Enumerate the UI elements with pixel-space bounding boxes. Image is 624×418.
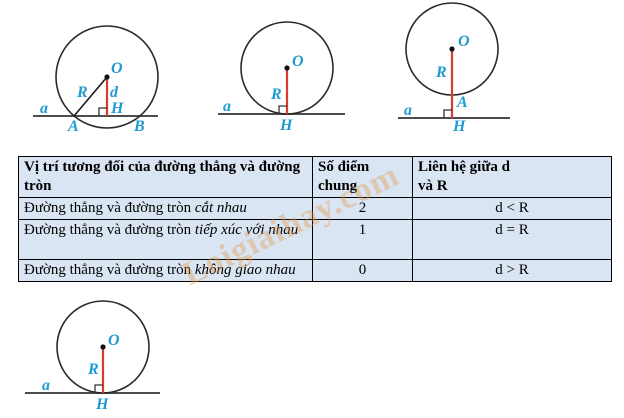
cell-position-text: Đường thẳng và đường tròn bbox=[24, 222, 195, 238]
radius-segment bbox=[73, 76, 108, 117]
label-A: A bbox=[67, 118, 79, 135]
label-R: R bbox=[435, 64, 447, 81]
label-O: O bbox=[458, 33, 470, 50]
table-row: Đường thẳng và đường tròn tiếp xúc với n… bbox=[18, 219, 612, 260]
header-relation-line2: và R bbox=[418, 178, 448, 194]
label-R: R bbox=[270, 86, 282, 103]
label-B: B bbox=[133, 118, 145, 135]
label-a: a bbox=[42, 377, 50, 394]
center-dot bbox=[284, 65, 290, 71]
center-dot bbox=[449, 46, 455, 52]
header-relation-line1: Liên hệ giữa d bbox=[418, 159, 510, 175]
label-O: O bbox=[292, 53, 304, 70]
center-dot bbox=[100, 344, 106, 350]
table-row: Đường thẳng và đường tròn cắt nhau 2 d <… bbox=[18, 197, 612, 220]
header-common-points: Số điểm chung bbox=[312, 156, 413, 198]
cell-position: Đường thẳng và đường tròn không giao nha… bbox=[18, 259, 313, 282]
cell-position: Đường thẳng và đường tròn tiếp xúc với n… bbox=[18, 219, 313, 260]
label-A: A bbox=[456, 94, 468, 111]
diagram-tangent-bottom: a O R H bbox=[25, 300, 160, 413]
header-relation: Liên hệ giữa d và R bbox=[412, 156, 612, 198]
cell-relation: d = R bbox=[412, 219, 612, 260]
label-H: H bbox=[279, 117, 293, 134]
label-H: H bbox=[110, 100, 124, 117]
right-angle-mark bbox=[278, 105, 287, 114]
cell-position: Đường thẳng và đường tròn cắt nhau bbox=[18, 197, 313, 220]
right-angle-mark bbox=[443, 109, 452, 118]
right-angle-mark bbox=[94, 384, 103, 393]
label-O: O bbox=[108, 332, 120, 349]
diagram-secant: a O R d H A B bbox=[33, 25, 159, 135]
cell-position-text: Đường thẳng và đường tròn bbox=[24, 262, 195, 278]
diagram-tangent: a O R H bbox=[218, 21, 345, 134]
header-position: Vị trí tương đối của đường thẳng và đườn… bbox=[18, 156, 313, 198]
label-a: a bbox=[223, 98, 231, 115]
circle-outline bbox=[55, 25, 159, 129]
cell-position-text: Đường thẳng và đường tròn bbox=[24, 200, 195, 216]
relative-position-table: Vị trí tương đối của đường thẳng và đườn… bbox=[18, 156, 612, 282]
label-R: R bbox=[87, 361, 99, 378]
label-O: O bbox=[111, 60, 123, 77]
center-dot bbox=[104, 74, 110, 80]
cell-position-italic: không giao nhau bbox=[194, 262, 296, 278]
cell-relation: d < R bbox=[412, 197, 612, 220]
label-d: d bbox=[110, 84, 119, 101]
cell-common-points: 2 bbox=[312, 197, 413, 220]
label-H: H bbox=[95, 396, 109, 413]
cell-common-points: 0 bbox=[312, 259, 413, 282]
cell-common-points: 1 bbox=[312, 219, 413, 260]
table-row: Đường thẳng và đường tròn không giao nha… bbox=[18, 259, 612, 282]
label-H: H bbox=[452, 118, 466, 135]
label-R: R bbox=[76, 84, 88, 101]
label-a: a bbox=[40, 100, 48, 117]
diagram-no-intersection: a O R A H bbox=[398, 2, 510, 135]
label-a: a bbox=[404, 102, 412, 119]
right-angle-mark bbox=[98, 107, 107, 116]
cell-position-italic: cắt nhau bbox=[194, 200, 247, 216]
table-header-row: Vị trí tương đối của đường thẳng và đườn… bbox=[18, 156, 612, 198]
cell-relation: d > R bbox=[412, 259, 612, 282]
cell-position-italic: tiếp xúc với nhau bbox=[194, 222, 299, 238]
